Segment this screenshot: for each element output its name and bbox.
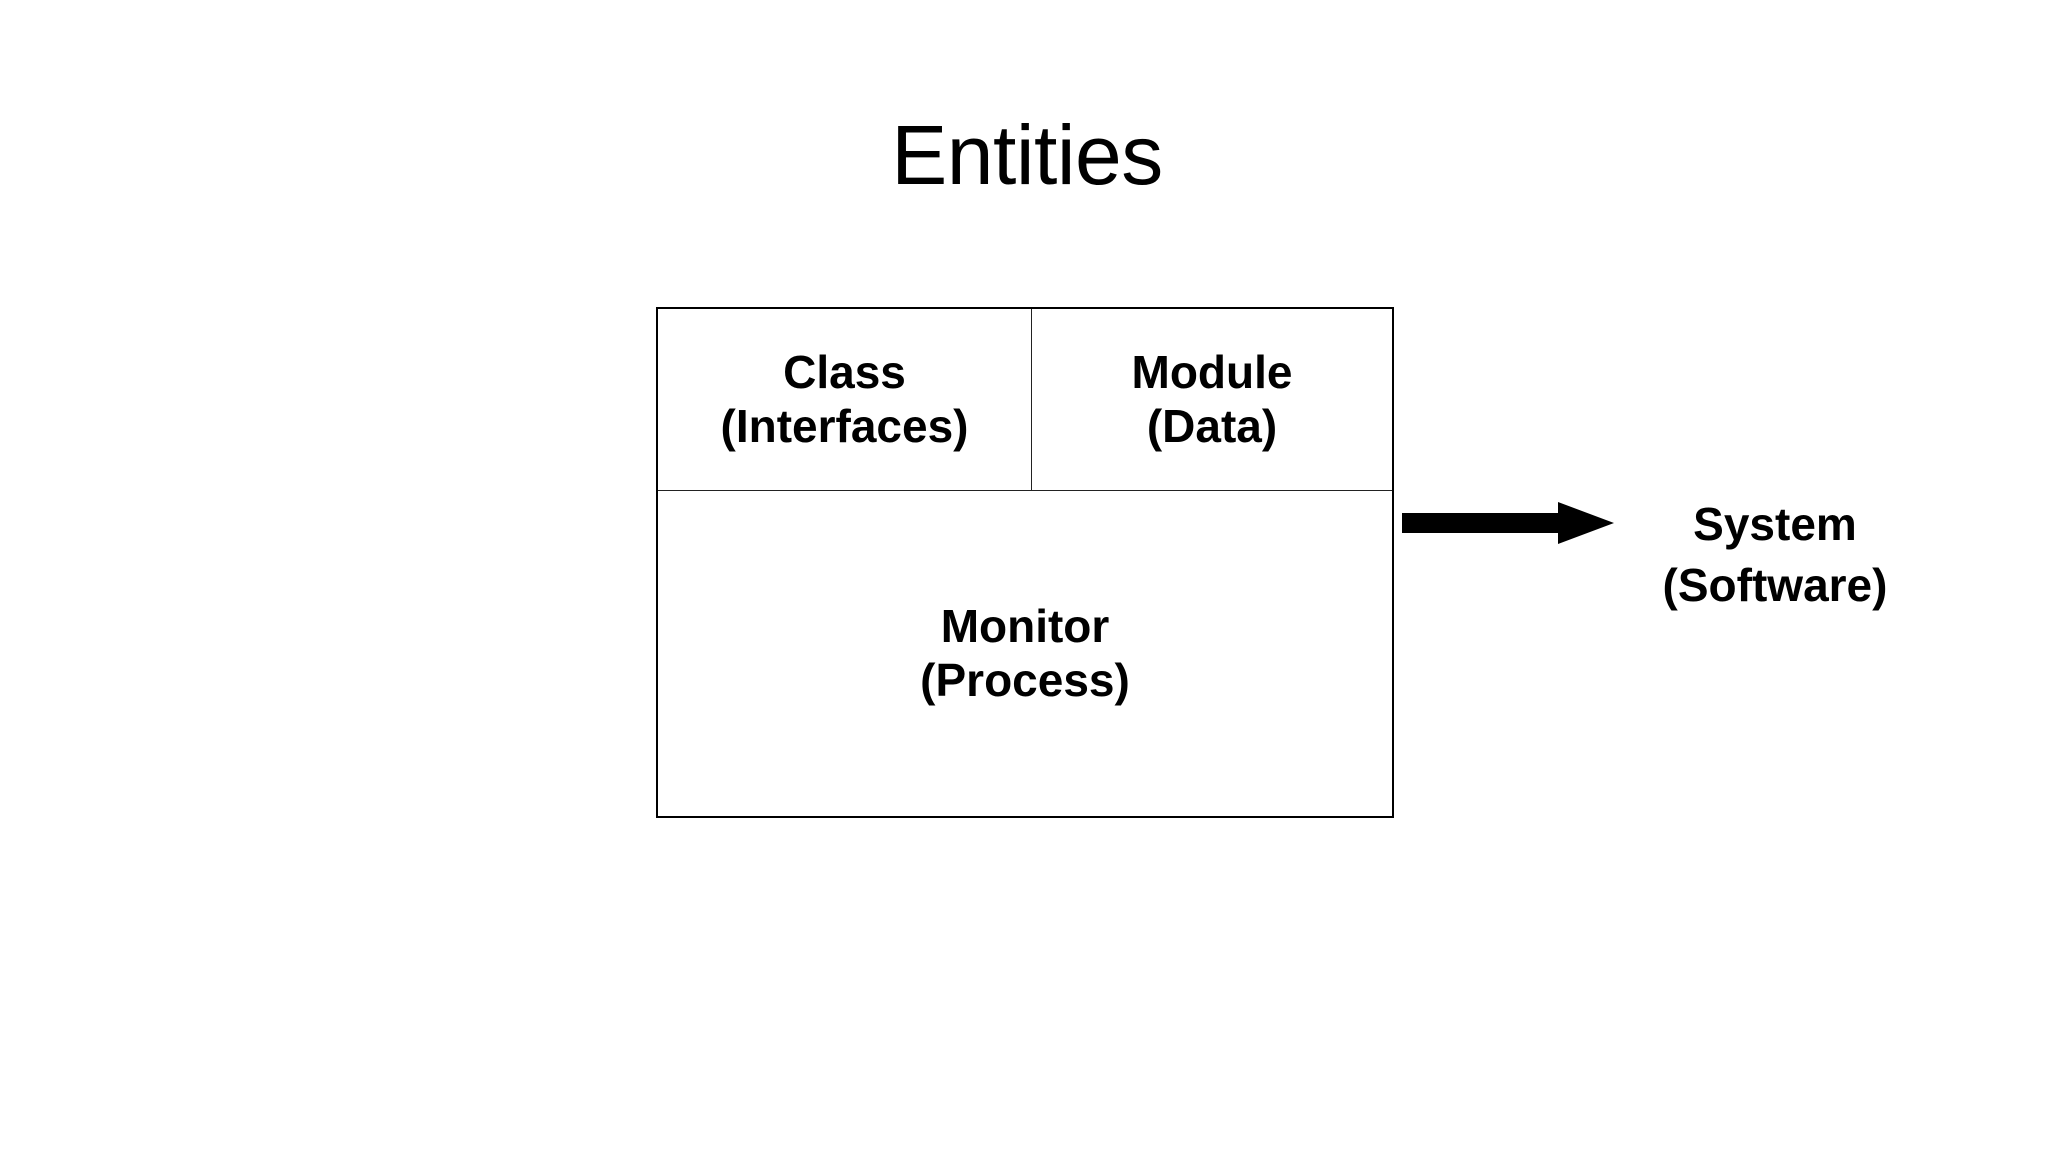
- cell-module-line2: (Data): [1146, 399, 1278, 452]
- right-arrow-icon: [1402, 502, 1614, 544]
- table-row: Class (Interfaces) Module (Data): [658, 309, 1392, 491]
- cell-monitor-line1: Monitor: [940, 600, 1110, 653]
- cell-class-line1: Class: [783, 346, 906, 399]
- table-cell-class: Class (Interfaces): [658, 309, 1032, 490]
- cell-monitor-line2: (Process): [920, 653, 1130, 706]
- page-title: Entities: [891, 108, 1163, 202]
- system-label-line2: (Software): [1662, 558, 1888, 611]
- system-label-line1: System: [1693, 498, 1857, 550]
- table-row: Monitor (Process): [658, 491, 1392, 816]
- table-cell-monitor: Monitor (Process): [658, 491, 1392, 816]
- table-cell-module: Module (Data): [1032, 309, 1392, 490]
- entities-table: Class (Interfaces) Module (Data) Monitor…: [656, 307, 1394, 818]
- cell-class-line2: (Interfaces): [720, 399, 969, 452]
- cell-module-line1: Module: [1131, 346, 1293, 399]
- system-label: System (Software): [1600, 494, 1950, 615]
